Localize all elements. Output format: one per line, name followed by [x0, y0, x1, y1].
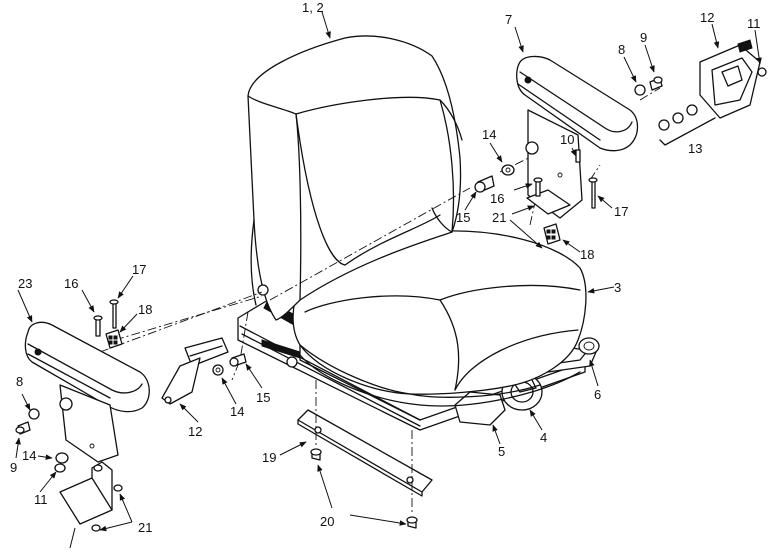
- callout-bolt-right: 9: [640, 30, 647, 45]
- callout-labels: 1, 2 3 4 5 6 7 8 9 10 11 12 13 14 15 16 …: [10, 0, 761, 535]
- callout-fastener-21-right: 21: [492, 210, 506, 225]
- callout-right-armrest: 7: [505, 12, 512, 27]
- callout-nut-right: 11: [747, 16, 761, 31]
- callout-seat-cushion: 3: [614, 280, 621, 295]
- mounting-plate: [297, 409, 433, 497]
- left-armrest: [24, 321, 150, 463]
- callout-plate: 19: [262, 450, 276, 465]
- callout-suspension: 5: [498, 444, 505, 459]
- callout-clip-right: 18: [580, 247, 594, 262]
- callout-screw-17-right: 17: [614, 204, 628, 219]
- callout-washer-right: 8: [618, 42, 625, 57]
- callout-screw-16-right: 16: [490, 191, 504, 206]
- right-armrest: [516, 55, 639, 219]
- callout-mount-bolts: 20: [320, 514, 334, 529]
- right-seatbelt-buckle: [699, 39, 767, 119]
- callout-washer-left: 8: [16, 374, 23, 389]
- left-bracket-plate: [59, 461, 113, 525]
- callout-seat-back: 1, 2: [302, 0, 324, 15]
- callout-lever: 6: [594, 387, 601, 402]
- callout-spacer-left: 14: [22, 448, 36, 463]
- callout-screw-17-left: 17: [132, 262, 146, 277]
- callout-buckle-right: 12: [700, 10, 714, 25]
- left-seatbelt: [161, 337, 247, 405]
- callout-fastener-21-left: 21: [138, 520, 152, 535]
- callout-spacer-mid: 14: [230, 404, 244, 419]
- seat-back: [247, 35, 463, 321]
- callout-nut-left: 11: [34, 492, 48, 507]
- left-hardware: [15, 299, 123, 532]
- callout-spacer-right: 14: [482, 127, 496, 142]
- mounting-bolts: [310, 448, 418, 529]
- callout-left-armrest: 23: [18, 276, 32, 291]
- right-hardware: [474, 76, 716, 209]
- assembly-centerlines: [99, 87, 661, 512]
- leader-lines: [15, 11, 762, 549]
- callout-belt-left: 12: [188, 424, 202, 439]
- callout-washer-set: 13: [688, 141, 702, 156]
- callout-bolt-15-mid: 15: [256, 390, 270, 405]
- callout-knob: 4: [540, 430, 547, 445]
- callout-screw-16-left: 16: [64, 276, 78, 291]
- callout-bolt-15-right: 15: [456, 210, 470, 225]
- callout-bolt-left: 9: [10, 460, 17, 475]
- callout-clip-left: 18: [138, 302, 152, 317]
- callout-pin: 10: [560, 132, 574, 147]
